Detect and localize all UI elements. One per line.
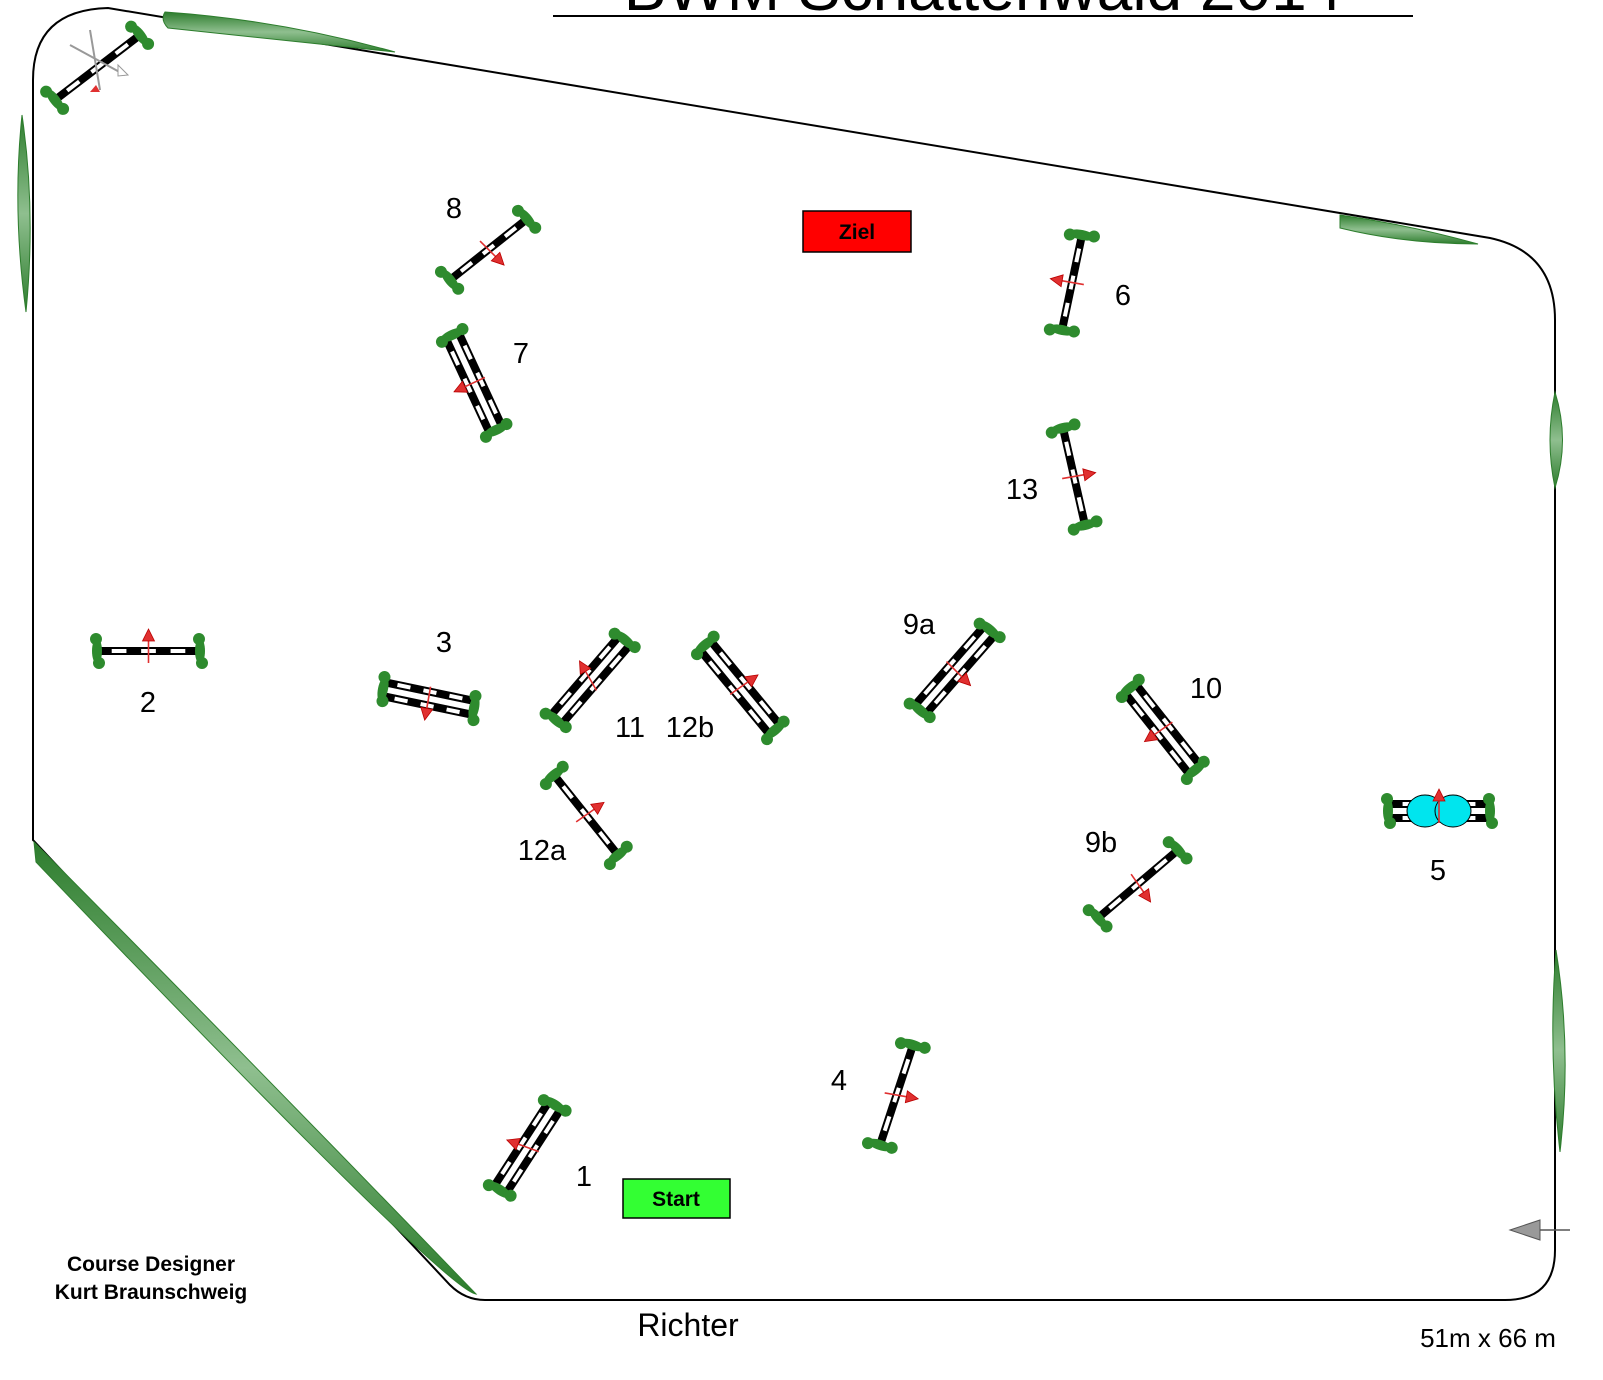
finish-label: Ziel bbox=[839, 221, 875, 244]
dimensions-label: 51m x 66 m bbox=[1420, 1323, 1556, 1353]
finish-box[interactable]: Ziel bbox=[802, 210, 912, 253]
fence-10[interactable] bbox=[1112, 671, 1215, 787]
obstacle-number-9a: 9a bbox=[903, 609, 936, 641]
bush-stand-icon bbox=[1063, 228, 1100, 243]
disused-fence-icon[interactable] bbox=[38, 16, 157, 119]
obstacle-number-4: 4 bbox=[831, 1065, 847, 1097]
direction-arrow-icon bbox=[505, 1137, 540, 1153]
bush-stand-icon bbox=[467, 690, 482, 727]
bush-stand-icon bbox=[861, 1137, 898, 1154]
fence-8[interactable] bbox=[433, 201, 544, 300]
bush-stand-icon bbox=[903, 697, 936, 724]
hedge-top-left bbox=[162, 11, 396, 53]
fence-6[interactable] bbox=[1043, 224, 1101, 341]
obstacle-number-12b: 12b bbox=[666, 712, 714, 744]
fence-13[interactable] bbox=[1044, 417, 1104, 537]
fence-5[interactable] bbox=[1381, 788, 1498, 829]
bush-stand-icon bbox=[1115, 673, 1145, 704]
direction-arrow-icon bbox=[945, 660, 972, 687]
arena-boundary bbox=[32, 6, 1556, 1301]
obstacle-number-5: 5 bbox=[1430, 855, 1446, 887]
direction-arrow-icon bbox=[1143, 721, 1173, 743]
bush-stand-icon bbox=[1483, 793, 1498, 829]
obstacle-number-7: 7 bbox=[513, 338, 529, 370]
direction-arrow-icon bbox=[420, 686, 434, 722]
bush-stand-icon bbox=[603, 840, 633, 871]
fence-3[interactable] bbox=[372, 670, 485, 727]
fence-12b[interactable] bbox=[687, 628, 794, 747]
fence-1[interactable] bbox=[481, 1089, 574, 1206]
fence-11[interactable] bbox=[537, 623, 643, 738]
bush-stand-icon bbox=[1045, 418, 1081, 439]
bush-stand-icon bbox=[539, 707, 572, 734]
obstacle-number-6: 6 bbox=[1115, 280, 1131, 312]
bush-stand-icon bbox=[1082, 904, 1113, 933]
obstacle-number-12a: 12a bbox=[518, 835, 567, 867]
bush-stand-icon bbox=[1162, 836, 1193, 865]
designer-title: Course Designer bbox=[67, 1253, 235, 1276]
hedge-left bbox=[17, 114, 31, 313]
bush-stand-icon bbox=[691, 630, 720, 661]
direction-arrow-icon bbox=[729, 674, 759, 696]
bush-stand-icon bbox=[761, 715, 790, 746]
direction-arrow-icon bbox=[1432, 788, 1446, 823]
bush-stand-icon bbox=[435, 323, 469, 348]
direction-arrow-icon bbox=[575, 801, 605, 823]
hedge-top-right bbox=[1339, 214, 1479, 245]
obstacle-number-11: 11 bbox=[615, 712, 645, 744]
bush-stand-icon bbox=[608, 627, 641, 654]
bush-stand-icon bbox=[973, 617, 1006, 644]
bush-stand-icon bbox=[537, 1094, 572, 1117]
obstacle-number-2: 2 bbox=[140, 687, 156, 719]
direction-arrow-icon bbox=[141, 628, 156, 663]
obstacle-number-10: 10 bbox=[1190, 673, 1222, 705]
obstacle-number-9b: 9b bbox=[1085, 827, 1117, 859]
bush-stand-icon bbox=[511, 204, 542, 234]
direction-arrow-icon bbox=[579, 660, 598, 691]
fence-4[interactable] bbox=[860, 1033, 932, 1159]
start-box[interactable]: Start bbox=[622, 1178, 731, 1219]
obstacle-number-13: 13 bbox=[1006, 474, 1038, 506]
water-tray bbox=[1434, 794, 1472, 828]
page-title: BWM Schattenwald 2014 bbox=[624, 0, 1343, 24]
bush-stand-icon bbox=[539, 760, 569, 791]
bush-stand-icon bbox=[1180, 755, 1210, 786]
bush-stand-icon bbox=[1067, 515, 1103, 536]
obstacle-number-1: 1 bbox=[576, 1161, 592, 1193]
start-label: Start bbox=[652, 1188, 700, 1211]
bush-stand-icon bbox=[1381, 793, 1396, 829]
bush-stand-icon bbox=[193, 633, 208, 669]
fence-9a[interactable] bbox=[901, 613, 1008, 728]
fence-12a[interactable] bbox=[536, 758, 637, 872]
direction-arrow-icon bbox=[453, 376, 486, 393]
bush-stand-icon bbox=[90, 633, 105, 669]
direction-arrow-icon bbox=[1049, 274, 1084, 288]
direction-arrow-icon bbox=[1062, 468, 1097, 482]
bush-stand-icon bbox=[434, 265, 465, 295]
direction-arrow-icon bbox=[884, 1090, 920, 1104]
direction-arrow-icon bbox=[1130, 873, 1152, 903]
direction-arrow-icon bbox=[479, 240, 505, 266]
designer-name: Kurt Braunschweig bbox=[55, 1281, 248, 1304]
bush-stand-icon bbox=[482, 1179, 517, 1202]
bush-stand-icon bbox=[40, 85, 70, 115]
bush-stand-icon bbox=[894, 1037, 931, 1054]
judge-label: Richter bbox=[637, 1307, 739, 1343]
obstacle-number-3: 3 bbox=[436, 627, 452, 659]
obstacle-number-8: 8 bbox=[446, 193, 462, 225]
hedge-right-lower bbox=[1552, 949, 1566, 1153]
bush-stand-icon bbox=[479, 418, 513, 443]
bush-stand-icon bbox=[376, 671, 391, 708]
obstacles-layer: 1 2 3 4 5 6 7 8 9a 9b 10 11 12a 12b 13 bbox=[38, 16, 1498, 1206]
fence-2[interactable] bbox=[90, 628, 208, 669]
fence-9b[interactable] bbox=[1080, 832, 1195, 937]
hedge-diagonal bbox=[33, 840, 478, 1295]
entry-arrow-icon bbox=[1508, 1219, 1570, 1241]
bush-stand-icon bbox=[1043, 323, 1080, 338]
hedge-right-upper bbox=[1549, 390, 1563, 490]
fence-7[interactable] bbox=[433, 321, 516, 445]
bush-stand-icon bbox=[125, 20, 155, 50]
hedge-group bbox=[17, 11, 1566, 1295]
